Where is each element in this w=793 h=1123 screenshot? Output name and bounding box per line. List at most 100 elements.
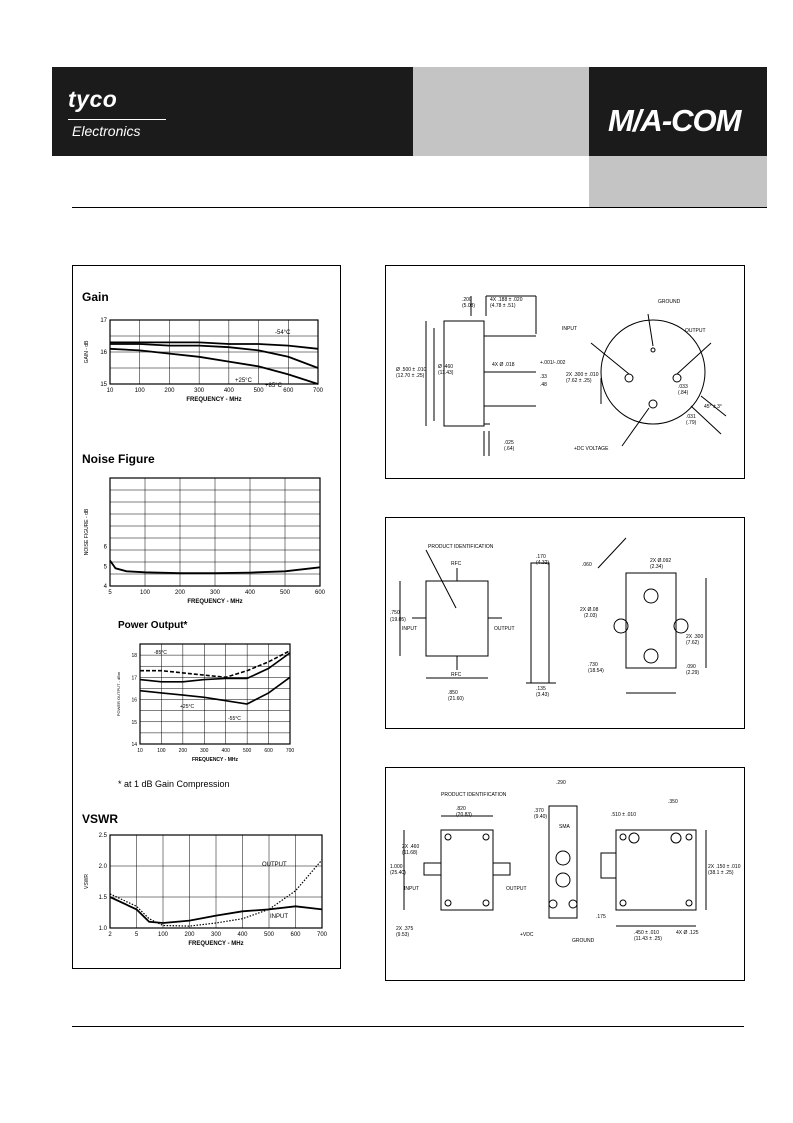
tyco-logo-underline — [68, 119, 166, 120]
x-axis-label: FREQUENCY - MHz — [187, 599, 242, 605]
d2-label: .730 — [588, 662, 598, 668]
d1-label: 45° ± 3° — [704, 404, 722, 410]
d2-label: (21.60) — [448, 696, 464, 702]
d1-label: (.84) — [678, 390, 689, 396]
y-tick-label: 1.0 — [99, 926, 108, 932]
x-tick-label: 100 — [158, 932, 169, 938]
x-tick-label: 600 — [264, 748, 273, 754]
x-tick-label: 600 — [290, 932, 301, 938]
d1-label: .200 — [462, 297, 472, 303]
d1-label: OUTPUT — [685, 328, 706, 334]
d2-label: RFC — [451, 672, 462, 678]
flatpack-body — [425, 580, 489, 657]
d3-label: 2X .150 ± .010 — [708, 864, 741, 870]
header-right-block — [589, 67, 767, 156]
d3-label: OUTPUT — [506, 886, 527, 892]
x-tick-label: 200 — [179, 748, 188, 754]
series-line — [139, 652, 291, 683]
x-tick-label: 700 — [313, 388, 324, 394]
d2-label: INPUT — [402, 626, 417, 632]
d2-label: (3.43) — [536, 692, 549, 698]
sma-housing-front — [440, 829, 494, 911]
d2-label: PRODUCT IDENTIFICATION — [428, 544, 494, 550]
d2-label: (2.29) — [686, 670, 699, 676]
x-tick-label: 10 — [137, 748, 143, 754]
series-line — [109, 347, 319, 385]
d1-label: (5.08) — [462, 303, 475, 309]
macom-logo: M/A-COM — [608, 103, 741, 138]
d3-label: (9.40) — [534, 814, 547, 820]
x-tick-label: 300 — [211, 932, 222, 938]
series-line — [110, 341, 319, 350]
header-rule — [72, 207, 767, 208]
y-axis-label: GAIN - dB — [84, 340, 90, 363]
d3-label: .370 — [534, 808, 544, 814]
x-tick-label: 300 — [194, 388, 205, 394]
series-line — [109, 559, 321, 575]
y-tick-label: 5 — [104, 564, 108, 570]
d1-label: (7.62 ± .25) — [566, 378, 592, 384]
y-tick-label: 2.0 — [99, 864, 108, 870]
y-axis-label: VSWR — [84, 874, 90, 889]
vswr-title: VSWR — [82, 812, 118, 826]
x-tick-label: 700 — [317, 932, 328, 938]
header-circle — [600, 319, 706, 425]
d2-label: .170 — [536, 554, 546, 560]
d1-label: 4X Ø .018 — [492, 362, 515, 368]
d1-label: .031 — [686, 414, 696, 420]
d1-label: .48 — [540, 382, 547, 388]
power-title: Power Output* — [118, 620, 188, 631]
d2-label: RFC — [451, 561, 462, 567]
series-line — [109, 859, 323, 927]
d1-label: (.64) — [504, 446, 515, 452]
d2-label: 2X Ø.092 — [650, 558, 671, 564]
header-middle-block — [413, 67, 589, 156]
x-tick-label: 700 — [286, 748, 295, 754]
y-tick-label: 16 — [100, 350, 107, 356]
d2-label: .750 — [390, 610, 400, 616]
d2-label: (19.05) — [390, 617, 406, 623]
d1-label: Ø .460 — [438, 364, 453, 370]
y-tick-label: 16 — [131, 698, 137, 704]
x-tick-label: 10 — [107, 388, 114, 394]
series-label: +25°C — [235, 378, 253, 384]
d2-label: (4.32) — [536, 560, 549, 566]
d1-label: (12.70 ± .25) — [396, 373, 425, 379]
x-tick-label: 500 — [254, 388, 265, 394]
d1-label: +DC VOLTAGE — [574, 446, 609, 452]
footer-rule — [72, 1026, 744, 1027]
d1-label: 4X .188 ± .020 — [490, 297, 523, 303]
y-tick-label: 18 — [131, 653, 137, 659]
y-tick-label: 14 — [131, 742, 137, 748]
charts-panel — [72, 265, 341, 969]
series-label: -54°C — [275, 330, 291, 336]
series-line — [140, 649, 291, 679]
d2-label: .060 — [582, 562, 592, 568]
x-axis-label: FREQUENCY - MHz — [192, 757, 239, 763]
x-tick-label: 200 — [184, 932, 195, 938]
d3-label: .450 ± .010 — [634, 930, 659, 936]
x-tick-label: 500 — [280, 590, 291, 596]
d3-label: GROUND — [572, 938, 595, 944]
d1-label: 2X .300 ± .010 — [566, 372, 599, 378]
d2-label: .850 — [448, 690, 458, 696]
d2-label: OUTPUT — [494, 626, 515, 632]
outline-drawing-flatpack-svg: PRODUCT IDENTIFICATION RFC INPUT OUTPUT … — [390, 537, 707, 702]
tyco-logo-sub: Electronics — [72, 123, 141, 139]
d1-label: (.79) — [686, 420, 697, 426]
d3-label: (20.83) — [456, 812, 472, 818]
d2-label: (7.62) — [686, 640, 699, 646]
x-tick-label: 300 — [200, 748, 209, 754]
x-tick-label: 100 — [135, 388, 146, 394]
series-label: INPUT — [270, 914, 288, 920]
d2-label: .090 — [686, 664, 696, 670]
d1-label: Ø .500 ± .010 — [396, 367, 426, 373]
series-label: +25°C — [180, 704, 194, 710]
d1-label: (4.78 ± .51) — [490, 303, 516, 309]
series-line — [110, 343, 319, 369]
y-tick-label: 6 — [104, 545, 108, 551]
x-tick-label: 200 — [175, 590, 186, 596]
tyco-logo: tyco — [68, 86, 118, 112]
sma-housing-side — [548, 805, 578, 919]
